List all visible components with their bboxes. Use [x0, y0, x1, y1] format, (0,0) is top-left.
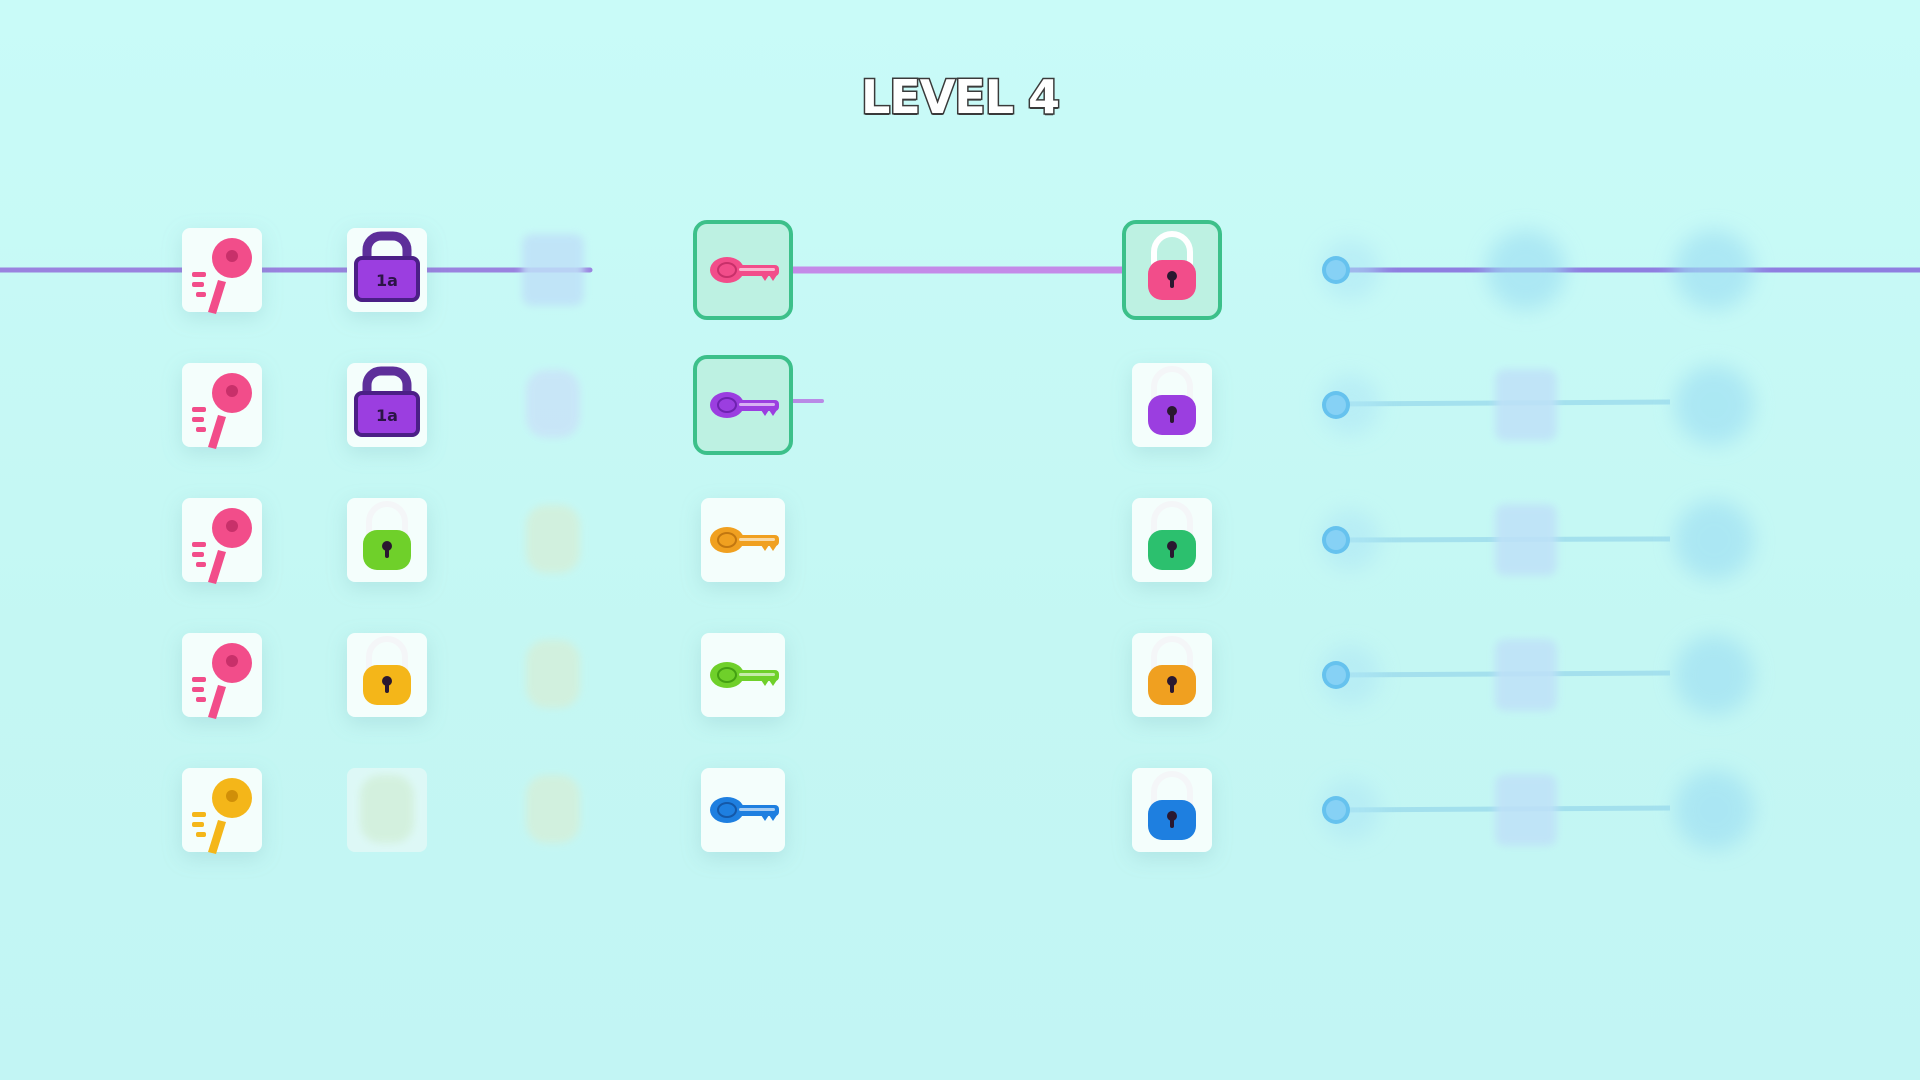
- padlock-icon: 1a: [354, 366, 420, 437]
- cell-r5-c2-lock-lime: [347, 768, 427, 852]
- padlock-icon: 1a: [354, 231, 420, 302]
- padlock-icon: [1148, 636, 1196, 705]
- ghost-padlock-icon: [526, 505, 580, 573]
- cell-r5-c6-node-dot[interactable]: [1320, 780, 1380, 840]
- cell-r5-c8-node-ghost-dot: [1674, 770, 1754, 850]
- cell-r2-c7-lock-blue: [1495, 369, 1557, 441]
- key-icon: [710, 392, 779, 418]
- ghost-node-icon: [1674, 770, 1754, 850]
- cell-r1-c8-node-ghost-dot: [1674, 230, 1754, 310]
- cell-r5-c5-lock-blue[interactable]: [1132, 768, 1212, 852]
- cell-r1-c4-key-pink[interactable]: [693, 220, 793, 320]
- lock-label: 1a: [376, 271, 398, 290]
- cell-r2-c3-lock-blue: [526, 370, 580, 438]
- cell-r2-c2-lock-purple[interactable]: 1a: [347, 363, 427, 447]
- cell-r5-c1-key-yellow[interactable]: [182, 768, 262, 854]
- ghost-padlock-icon: [1495, 504, 1557, 576]
- cell-r1-c1-key-pink[interactable]: [182, 228, 262, 314]
- cell-r4-c8-node-ghost-dot: [1674, 635, 1754, 715]
- cell-r2-c8-node-ghost-dot: [1674, 365, 1754, 445]
- ghost-node-icon: [1674, 635, 1754, 715]
- padlock-icon: [363, 636, 411, 705]
- ghost-padlock-icon: [1495, 774, 1557, 846]
- cell-r2-c1-key-pink[interactable]: [182, 363, 262, 449]
- padlock-icon: [1148, 231, 1196, 300]
- wire-node-icon: [1320, 645, 1380, 705]
- cell-r3-c8-node-ghost-dot: [1674, 500, 1754, 580]
- cell-r4-c5-lock-orange[interactable]: [1132, 633, 1212, 717]
- cell-r4-c7-lock-blue: [1495, 639, 1557, 711]
- key-icon: [192, 508, 252, 584]
- wire-node-icon: [1320, 510, 1380, 570]
- key-icon: [710, 257, 779, 283]
- cell-r3-c6-node-dot[interactable]: [1320, 510, 1380, 570]
- ghost-padlock-icon: [1495, 639, 1557, 711]
- key-icon: [192, 643, 252, 719]
- key-icon: [192, 373, 252, 449]
- key-icon: [192, 238, 252, 314]
- padlock-icon: [1148, 501, 1196, 570]
- cell-r4-c2-lock-yellow[interactable]: [347, 633, 427, 717]
- ghost-padlock-icon: [1495, 369, 1557, 441]
- cell-r4-c4-key-lime[interactable]: [701, 633, 785, 717]
- ghost-node-icon: [1674, 230, 1754, 310]
- cell-r3-c7-lock-blue: [1495, 504, 1557, 576]
- wire-layer: [0, 266, 1920, 813]
- key-icon: [710, 797, 779, 823]
- cell-r4-c1-key-pink[interactable]: [182, 633, 262, 719]
- ghost-padlock-icon: [522, 234, 584, 306]
- cell-r1-c2-lock-purple[interactable]: 1a: [347, 228, 427, 312]
- ghost-padlock-icon: [526, 640, 580, 708]
- wire-node-icon: [1320, 375, 1380, 435]
- cell-r1-c5-lock-pink[interactable]: [1122, 220, 1222, 320]
- wire-node-icon: [1320, 240, 1380, 300]
- ghost-node-icon: [1486, 230, 1566, 310]
- padlock-icon: [1148, 366, 1196, 435]
- cell-r5-c3-lock-lime: [526, 775, 580, 843]
- cell-r5-c4-key-blue[interactable]: [701, 768, 785, 852]
- cell-r3-c1-key-pink[interactable]: [182, 498, 262, 584]
- key-icon: [710, 527, 779, 553]
- cell-r1-c7-node-ghost-dot: [1486, 230, 1566, 310]
- cell-r1-c6-node-dot[interactable]: [1320, 240, 1380, 300]
- cell-r4-c6-node-dot[interactable]: [1320, 645, 1380, 705]
- cell-r1-c3-lock-blue: [522, 234, 584, 306]
- ghost-padlock-icon: [526, 370, 580, 438]
- padlock-icon: [1148, 771, 1196, 840]
- cell-r2-c5-lock-purple[interactable]: [1132, 363, 1212, 447]
- key-icon: [710, 662, 779, 688]
- level-title: LEVEL 4: [859, 69, 1061, 126]
- cell-r5-c7-lock-blue: [1495, 774, 1557, 846]
- ghost-node-icon: [1674, 500, 1754, 580]
- key-icon: [192, 778, 252, 854]
- cell-r4-c3-lock-lime: [526, 640, 580, 708]
- cell-r3-c5-lock-green[interactable]: [1132, 498, 1212, 582]
- padlock-icon: [363, 501, 411, 570]
- ghost-node-icon: [1674, 365, 1754, 445]
- cell-r2-c4-key-purple[interactable]: [693, 355, 793, 455]
- cell-r3-c3-lock-lime: [526, 505, 580, 573]
- lock-label: 1a: [376, 406, 398, 425]
- cell-r3-c4-key-orange[interactable]: [701, 498, 785, 582]
- cell-r3-c2-lock-lime[interactable]: [347, 498, 427, 582]
- wire-node-icon: [1320, 780, 1380, 840]
- cell-r2-c6-node-dot[interactable]: [1320, 375, 1380, 435]
- ghost-padlock-icon: [360, 775, 414, 843]
- ghost-padlock-icon: [526, 775, 580, 843]
